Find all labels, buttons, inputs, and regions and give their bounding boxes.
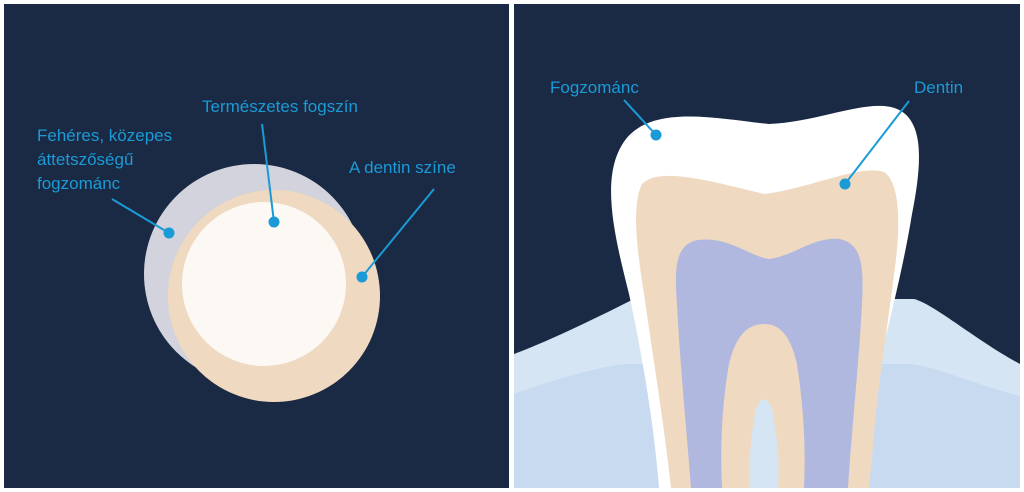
enamel-label-line-2: áttetszőségű [37,150,133,169]
dentin-label: Dentin [914,78,963,97]
natural-marker-dot [268,216,280,228]
enamel-leader-line [111,198,170,234]
natural-tooth-color-circle [182,202,346,366]
tooth-cross-section-diagram: Fogzománc Dentin [514,4,1020,488]
dentin-color-label: A dentin színe [349,158,456,177]
enamel-label-line-1: Fehéres, közepes [37,126,172,145]
natural-color-label: Természetes fogszín [202,97,358,116]
dentin-marker-dot [356,271,368,283]
enamel-label-line-3: fogzománc [37,174,121,193]
enamel-marker-dot [650,129,662,141]
root-canal [749,399,779,488]
dentin-leader-line [844,100,910,185]
enamel-marker-dot [163,227,175,239]
color-mixing-panel: Fehéres, közepes áttetszőségű fogzománc … [4,4,509,488]
color-mixing-diagram: Fehéres, közepes áttetszőségű fogzománc … [4,4,509,488]
natural-leader-line [261,123,275,223]
enamel-label: Fogzománc [550,78,639,97]
dentin-leader-line [361,188,435,278]
tooth-cross-section-panel: Fogzománc Dentin [514,4,1020,488]
enamel-leader-line [623,99,657,136]
dentin-marker-dot [839,178,851,190]
